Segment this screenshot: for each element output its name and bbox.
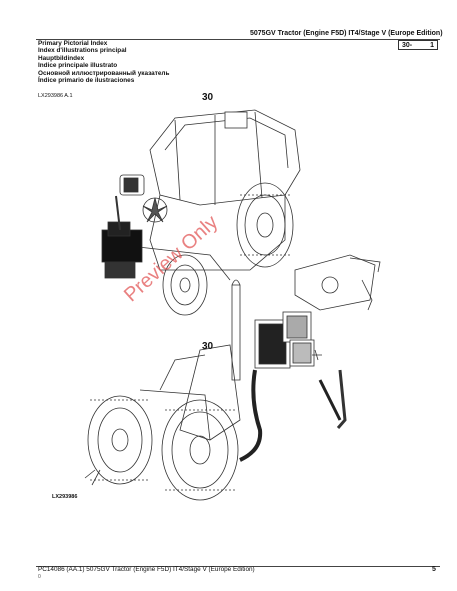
index-title-de: Hauptbildindex [38, 54, 85, 62]
cooling-fan-part [142, 197, 168, 223]
engine-assembly-detail [294, 254, 381, 311]
index-title-block: Primary Pictorial Index Index d'illustra… [38, 40, 169, 84]
radiator-package [254, 311, 315, 369]
footer-page-number: 5 [432, 566, 436, 573]
footer-rule [36, 566, 440, 567]
footer-text: PC14086 (AA.1) 5075GV Tractor (Engine F5… [38, 566, 255, 573]
lower-rear-wheel [161, 399, 239, 501]
figure-reference-bottom: LX293986 [52, 494, 78, 500]
index-title-it: Indice principale illustrato [38, 62, 118, 70]
index-title-es: Índice primario de ilustraciones [38, 77, 135, 85]
upper-front-wheel [162, 254, 208, 316]
engine-components [101, 195, 143, 279]
upper-rear-wheel [236, 182, 294, 268]
callout-lower: 30 [202, 341, 214, 352]
section-number: 30- [402, 41, 413, 49]
hose-parts [239, 369, 347, 462]
index-title-fr: Index d'illustrations principal [38, 47, 127, 55]
index-title-en: Primary Pictorial Index [38, 40, 108, 47]
lower-front-wheel [87, 395, 153, 485]
figure-reference-top: LX293986 A.1 [38, 93, 73, 99]
upper-tractor-cab [149, 109, 301, 271]
section-page: 1 [430, 41, 434, 49]
header-rule [36, 39, 440, 40]
air-filter-part [119, 174, 145, 196]
footer-sub-number: 0 [38, 574, 41, 580]
callout-upper: 30 [202, 92, 214, 103]
page-reference-box: 30- 1 [398, 40, 438, 50]
lower-tractor-body [139, 344, 241, 441]
index-title-ru: Основной иллюстрированный указатель [38, 69, 170, 77]
exhaust-stack [231, 279, 241, 381]
document-title: 5075GV Tractor (Engine F5D) IT4/Stage V … [250, 30, 443, 37]
